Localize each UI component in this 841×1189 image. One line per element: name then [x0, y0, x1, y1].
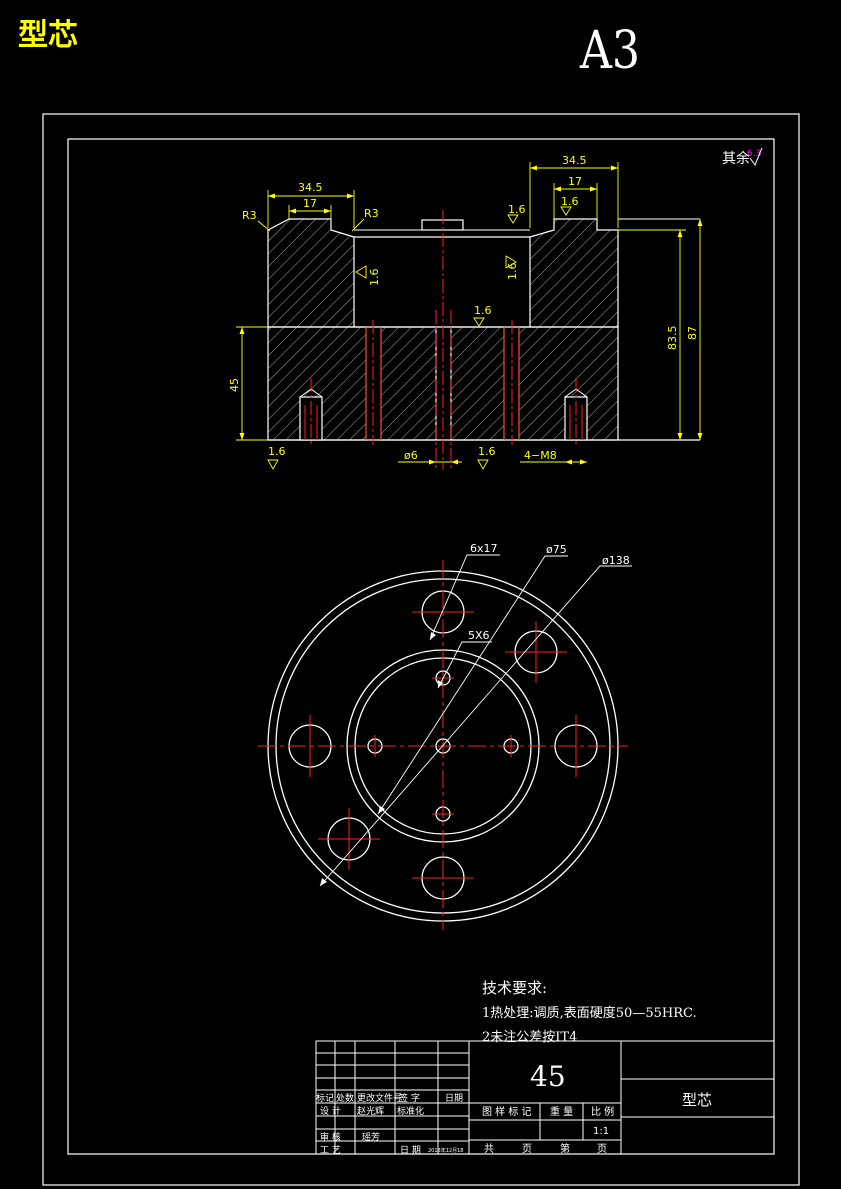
lower-mid-right-block: [450, 326, 505, 441]
dim-thread: 4−M8: [524, 449, 557, 462]
outer-frame: [42, 113, 800, 1186]
technical-requirements: 技术要求: 1热处理:调质,表面硬度50—55HRC. 2未注公差按IT4: [482, 979, 697, 1045]
svg-text:1.6: 1.6: [508, 203, 526, 216]
plan-dimension-texts: 6x17 5X6 ø75 ø138: [468, 542, 630, 642]
material: 45: [530, 1060, 566, 1093]
dim-top-width-right: 34.5: [562, 154, 587, 167]
svg-text:1.6: 1.6: [478, 445, 496, 458]
svg-text:赵光辉: 赵光辉: [357, 1105, 384, 1117]
svg-text:日期: 日期: [445, 1093, 463, 1104]
dim-large-holes: 6x17: [470, 542, 498, 555]
tech-title: 技术要求:: [482, 979, 547, 997]
section-view: [267, 210, 700, 470]
svg-text:页: 页: [522, 1143, 532, 1155]
dim-top-width-left: 34.5: [298, 181, 323, 194]
svg-text:审 核: 审 核: [320, 1131, 341, 1143]
dim-height-inner: 83.5: [666, 326, 679, 351]
dim-radius-right: R3: [364, 207, 379, 220]
svg-text:处数: 处数: [336, 1092, 354, 1104]
tech-line-2: 2未注公差按IT4: [482, 1030, 577, 1045]
svg-text:比 例: 比 例: [591, 1105, 614, 1118]
general-roughness-note: 其余 6.3: [722, 147, 763, 167]
svg-text:1.6: 1.6: [368, 269, 381, 287]
inner-frame: [67, 138, 775, 1155]
plan-view: [258, 560, 628, 930]
svg-text:其余: 其余: [722, 150, 750, 167]
svg-text:2013年12月18: 2013年12月18: [428, 1147, 463, 1154]
dim-pin-diameter: ø6: [404, 449, 418, 462]
dim-slot-width-left: 17: [303, 197, 317, 210]
left-upper-wall: [267, 218, 355, 328]
svg-text:第: 第: [560, 1142, 570, 1155]
plan-dimension-arrows: [320, 632, 443, 886]
section-dimensions: [236, 162, 701, 463]
svg-text:1.6: 1.6: [561, 195, 579, 208]
lower-mid-left-block: [380, 326, 437, 441]
svg-text:1.6: 1.6: [506, 263, 519, 281]
svg-text:标记: 标记: [316, 1092, 334, 1104]
right-upper-wall: [529, 218, 619, 328]
dim-inner-diameter: ø75: [546, 543, 567, 556]
svg-text:重 量: 重 量: [550, 1105, 573, 1118]
dim-lower-height: 45: [228, 378, 241, 392]
svg-text:图 样 标 记: 图 样 标 记: [482, 1105, 532, 1118]
plan-dimensions: [319, 554, 632, 887]
roughness-values: 1.6 1.6 1.6 1.6 1.6 1.6 1.6: [268, 195, 579, 458]
part-name: 型芯: [682, 1091, 712, 1109]
svg-text:签 字: 签 字: [399, 1092, 420, 1104]
dimension-arrows: [239, 165, 703, 465]
svg-text:瑶芳: 瑶芳: [362, 1131, 380, 1143]
svg-text:工 艺: 工 艺: [320, 1145, 341, 1156]
dim-outer-diameter: ø138: [602, 554, 630, 567]
svg-text:1.6: 1.6: [474, 304, 492, 317]
title-block-texts: 45 型芯 标记 处数 更改文件号 签 字 日期 设 计 赵光辉 标准化 审 核…: [316, 1060, 712, 1156]
svg-text:标准化: 标准化: [397, 1105, 424, 1117]
svg-text:6.3: 6.3: [747, 149, 761, 159]
svg-text:设 计: 设 计: [320, 1105, 341, 1117]
tech-line-1: 1热处理:调质,表面硬度50—55HRC.: [482, 1005, 697, 1021]
svg-text:更改文件号: 更改文件号: [357, 1092, 402, 1104]
part-title-header: 型芯: [18, 18, 78, 53]
svg-text:1:1: 1:1: [593, 1126, 609, 1137]
dim-small-holes: 5X6: [468, 629, 490, 642]
dim-height-total: 87: [686, 326, 699, 340]
section-dimension-texts: 34.5 17 34.5 17 R3 R3 45 83.5 87 ø6 4−M8: [228, 154, 699, 462]
svg-text:页: 页: [597, 1143, 607, 1155]
dim-radius-left: R3: [242, 209, 257, 222]
svg-text:日 期: 日 期: [400, 1145, 421, 1156]
sheet-size-label: A3: [579, 21, 640, 81]
svg-text:共: 共: [484, 1143, 494, 1155]
title-block: [315, 1040, 775, 1155]
svg-text:1.6: 1.6: [268, 445, 286, 458]
roughness-symbols: [267, 206, 572, 470]
dim-slot-width-right: 17: [568, 175, 582, 188]
